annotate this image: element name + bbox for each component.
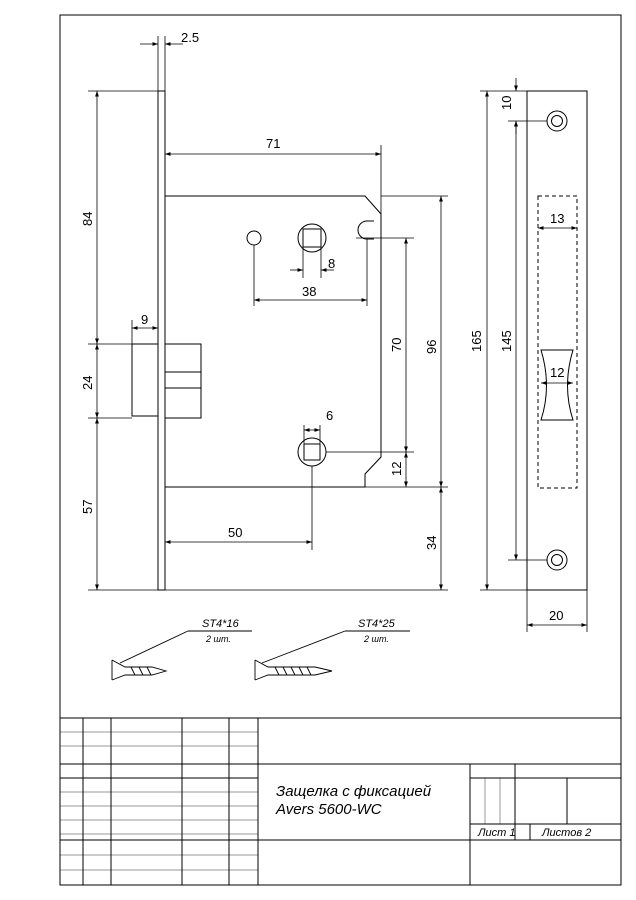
title-line-2: Avers 5600-WC [275, 801, 382, 818]
faceplate-front [526, 90, 588, 591]
latch-cutout [540, 349, 574, 421]
spindle-hole-lower [297, 437, 327, 467]
spindle-hole-upper [297, 223, 327, 253]
screw-1-label: ST4*16 [202, 618, 240, 630]
cutout-dashed [537, 195, 578, 489]
dim-165: 165 [469, 330, 484, 352]
dimension-lines [88, 36, 448, 591]
dim-6: 6 [326, 408, 333, 423]
faceplate-front-view [526, 90, 588, 591]
dim-8: 8 [328, 256, 335, 271]
dim-145: 145 [499, 330, 514, 352]
drawing-frame [59, 14, 622, 886]
dim-70: 70 [389, 338, 404, 352]
dim-10: 10 [499, 96, 514, 110]
dim-2-5: 2.5 [181, 30, 199, 45]
faceplate-dimension-lines [480, 78, 588, 632]
title-line-1: Защелка с фиксацией [276, 783, 432, 800]
dim-96: 96 [424, 340, 439, 354]
lock-case [165, 195, 382, 488]
sheet-number: Лист 1 [477, 827, 516, 839]
dim-12-cut: 12 [550, 365, 564, 380]
faceplate [157, 90, 166, 591]
screw-2-label: ST4*25 [358, 618, 396, 630]
screw-2-icon [254, 659, 333, 681]
dim-9: 9 [141, 312, 148, 327]
dim-71: 71 [266, 136, 280, 151]
dim-34: 34 [424, 536, 439, 550]
sheet-count: Листов 2 [541, 827, 591, 839]
dim-20: 20 [549, 608, 563, 623]
screw-hole [246, 230, 262, 246]
screw-1-qty: 2 шт. [205, 634, 231, 644]
dim-38: 38 [302, 284, 316, 299]
dim-12-lower: 12 [389, 462, 404, 476]
screws [111, 630, 410, 681]
screw-1-icon [111, 659, 168, 681]
dim-84: 84 [80, 212, 95, 226]
title-block [60, 717, 621, 885]
dim-57: 57 [80, 500, 95, 514]
dim-50: 50 [228, 525, 242, 540]
latch-body [164, 343, 202, 419]
latch-bolt [131, 343, 159, 417]
dim-13: 13 [550, 211, 564, 226]
slot-notch [357, 220, 374, 240]
screw-2-qty: 2 шт. [363, 634, 389, 644]
dim-24: 24 [80, 376, 95, 390]
lock-side-view [131, 90, 382, 591]
